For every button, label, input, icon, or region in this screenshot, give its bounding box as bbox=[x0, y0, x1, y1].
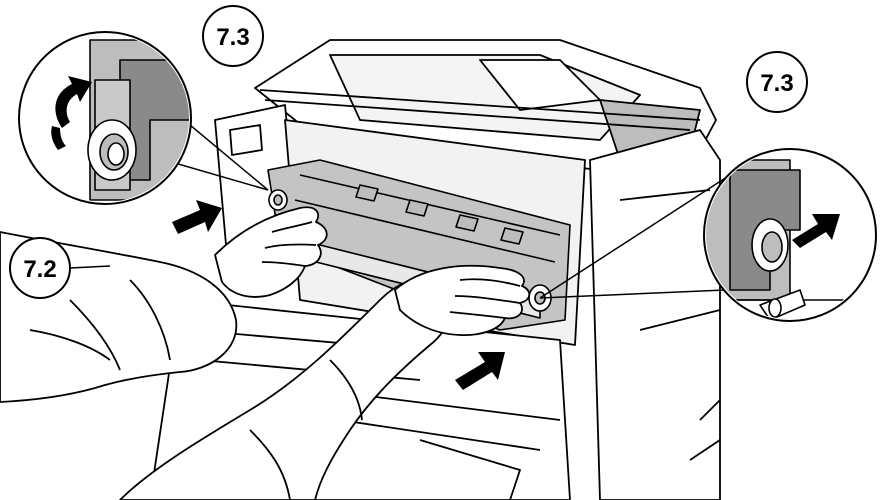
step-number: 7.3 bbox=[760, 70, 793, 97]
step-callout-top-left: 7.3 bbox=[203, 6, 263, 66]
step-callout-top-right: 7.3 bbox=[747, 52, 807, 112]
step-number: 7.3 bbox=[216, 24, 249, 51]
step-number: 7.2 bbox=[23, 256, 56, 283]
